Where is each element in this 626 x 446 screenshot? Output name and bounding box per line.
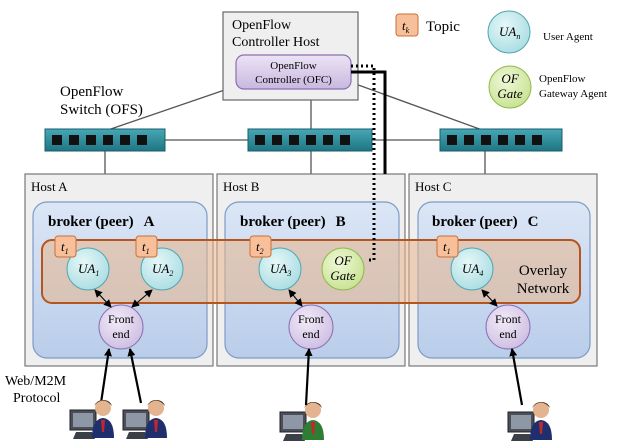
front-end-b-line1: Front: [298, 312, 325, 326]
user-agent-ua3[interactable]: [258, 247, 302, 291]
controller-host: OpenFlow Controller Host OpenFlow Contro…: [222, 11, 359, 101]
front-end-a-line2: end: [112, 327, 129, 341]
controller-control-link: [351, 64, 387, 262]
ua1-sub: 1: [95, 269, 99, 278]
svg-text:t1: t1: [61, 239, 69, 256]
broker-b-label: broker (peer)B: [240, 214, 346, 230]
legend-ofgate-label-line1: OpenFlow: [539, 73, 586, 85]
ua1-symbol: UA: [78, 261, 95, 276]
svg-text:t1: t1: [443, 239, 451, 256]
openflow-switch-a[interactable]: [44, 128, 166, 152]
legend-ofgate-line1: OF: [501, 71, 519, 86]
ua4-symbol: UA: [462, 261, 479, 276]
ua3-symbol: UA: [270, 261, 287, 276]
user-computer-icon: [69, 400, 114, 439]
legend-ua-sub: n: [516, 32, 520, 41]
topic-badge-ua1: [54, 235, 77, 258]
openflow-switch-c[interactable]: [439, 128, 563, 152]
front-end-c[interactable]: [485, 304, 531, 350]
ofgate-line2: Gate: [330, 268, 356, 283]
ofc-label-line2: Controller (OFC): [255, 74, 332, 86]
topic-ua2-sub: 1: [146, 247, 150, 256]
svg-text:UA4: UA4: [462, 261, 483, 278]
controller-host-title-line2: Controller Host: [232, 35, 320, 50]
ua2-symbol: UA: [152, 261, 169, 276]
host-c-label: Host C: [415, 179, 451, 194]
topic-ua2-symbol: t: [142, 239, 146, 254]
topic-ua4-symbol: t: [443, 239, 447, 254]
legend-topic-symbol: t: [402, 18, 406, 33]
legend-ofgate-circle: [488, 65, 532, 109]
topic-ua3-sub: 2: [260, 247, 264, 256]
legend-ofgate-label-line2: Gateway Agent: [539, 88, 607, 100]
broker-c-label: broker (peer)C: [432, 214, 539, 230]
user-agent-ua4[interactable]: [450, 247, 494, 291]
legend: tk Topic UAn User Agent OF Gate OpenFlow…: [395, 10, 607, 109]
topic-ua3-symbol: t: [256, 239, 260, 254]
svg-text:tk: tk: [402, 18, 410, 35]
topic-ua4-sub: 1: [447, 247, 451, 256]
svg-text:t2: t2: [256, 239, 264, 256]
topic-ua1-symbol: t: [61, 239, 65, 254]
overlay-label-line2: Network: [517, 281, 570, 297]
openflow-gateway-agent[interactable]: [321, 247, 365, 291]
front-end-c-line1: Front: [495, 312, 522, 326]
front-end-c-line2: end: [499, 327, 516, 341]
host-b-label: Host B: [223, 179, 260, 194]
ua2-sub: 2: [169, 269, 173, 278]
controller-host-title-line1: OpenFlow: [232, 18, 292, 33]
user-agent-ua2[interactable]: [140, 247, 184, 291]
ua4-sub: 4: [479, 269, 483, 278]
topic-ua1-sub: 1: [65, 247, 69, 256]
ua3-sub: 3: [286, 269, 291, 278]
openflow-switch-b[interactable]: [247, 128, 373, 152]
legend-ua-label: User Agent: [543, 31, 593, 43]
broker-a-label: broker (peer)A: [48, 214, 155, 230]
agent-frontend-arrows: [94, 289, 498, 308]
topic-badge-ua4: [436, 235, 459, 258]
svg-text:UA1: UA1: [78, 261, 99, 278]
protocol-label-line2: Protocol: [13, 391, 61, 406]
front-end-a[interactable]: [98, 304, 144, 350]
ofc-label-line1: OpenFlow: [270, 60, 317, 72]
legend-topic-box: [395, 13, 419, 37]
ofgate-line1: OF: [334, 253, 352, 268]
user-agent-ua1[interactable]: [66, 247, 110, 291]
svg-text:UA3: UA3: [270, 261, 291, 278]
legend-topic-sub: k: [406, 26, 410, 35]
user-computer-icon: [122, 400, 167, 439]
overlay-label-line1: Overlay: [519, 263, 568, 279]
client-connections: [99, 348, 524, 406]
host-a-label: Host A: [31, 179, 68, 194]
legend-topic-label: Topic: [426, 19, 460, 35]
front-end-b-line2: end: [302, 327, 319, 341]
legend-ua-circle: [487, 10, 531, 54]
svg-text:UAn: UAn: [499, 24, 520, 41]
svg-text:t1: t1: [142, 239, 150, 256]
user-computer-icon: [507, 402, 552, 441]
topic-badge-ua2: [135, 235, 158, 258]
topic-badge-ua3: [249, 235, 272, 258]
user-computer-icon: [279, 402, 324, 441]
svg-text:UA2: UA2: [152, 261, 173, 278]
switch-label-line1: OpenFlow: [60, 84, 124, 100]
switch-label-line2: Switch (OFS): [60, 102, 143, 118]
front-end-a-line1: Front: [108, 312, 135, 326]
legend-ofgate-line2: Gate: [497, 86, 523, 101]
legend-ua-symbol: UA: [499, 24, 516, 39]
protocol-label-line1: Web/M2M: [5, 374, 67, 389]
overlay-network[interactable]: [41, 239, 581, 304]
